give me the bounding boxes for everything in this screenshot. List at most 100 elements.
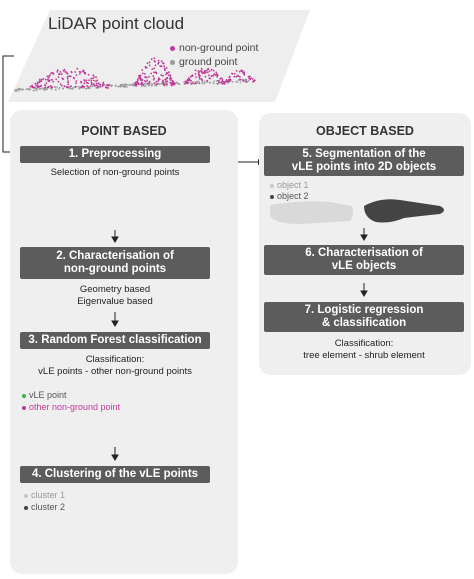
legend-vle-point: vLE point: [22, 390, 67, 400]
non-ground-point: [150, 58, 153, 60]
ground-point: [29, 88, 32, 90]
non-ground-point: [56, 71, 59, 73]
non-ground-point: [105, 86, 108, 89]
non-ground-point: [83, 82, 86, 85]
non-ground-point: [136, 82, 139, 85]
legend-label: object 1: [277, 180, 309, 190]
ground-point: [71, 87, 74, 90]
ground-point: [145, 85, 147, 87]
non-ground-point: [102, 83, 105, 85]
non-ground-point: [204, 75, 207, 78]
non-ground-point: [39, 78, 41, 81]
non-ground-point: [205, 69, 208, 72]
non-ground-point: [164, 78, 167, 81]
non-ground-point: [81, 70, 84, 73]
non-ground-point: [99, 83, 102, 86]
non-ground-point: [152, 78, 155, 81]
non-ground-point: [163, 67, 166, 70]
ground-point: [73, 86, 76, 88]
ground-point: [28, 89, 31, 91]
non-ground-point: [206, 71, 209, 74]
non-ground-point: [74, 71, 77, 73]
non-ground-point: [148, 75, 151, 78]
non-ground-point: [156, 83, 159, 86]
legend-cluster-1: cluster 1: [24, 490, 65, 500]
ground-point: [127, 83, 129, 86]
non-ground-point: [162, 80, 164, 83]
non-ground-point: [237, 75, 240, 77]
non-ground-point: [67, 86, 70, 89]
non-ground-point: [70, 85, 72, 87]
ground-point: [242, 78, 244, 81]
ground-point: [231, 81, 234, 83]
ground-point: [201, 81, 204, 83]
legend-label: other non-ground point: [29, 402, 121, 412]
non-ground-point: [67, 81, 69, 84]
non-ground-point: [92, 74, 95, 76]
non-ground-point: [153, 77, 156, 79]
non-ground-point: [195, 76, 198, 78]
non-ground-point: [155, 80, 158, 83]
non-ground-point: [215, 71, 218, 74]
non-ground-point: [148, 80, 151, 83]
non-ground-point: [40, 80, 42, 82]
non-ground-point: [235, 75, 238, 78]
non-ground-point: [83, 79, 85, 81]
non-ground-point: [206, 79, 209, 82]
non-ground-point: [68, 75, 70, 78]
ground-point: [62, 88, 65, 90]
non-ground-point: [64, 70, 67, 73]
ground-point: [195, 83, 197, 85]
non-ground-point: [251, 78, 254, 80]
non-ground-point: [80, 86, 83, 88]
non-ground-point: [80, 81, 83, 84]
ground-point: [89, 87, 91, 90]
non-ground-point: [55, 78, 58, 81]
ground-point: [41, 87, 43, 90]
non-ground-point: [216, 83, 219, 85]
non-ground-point: [36, 82, 39, 85]
ground-point: [132, 83, 134, 85]
object-based-title: OBJECT BASED: [316, 124, 414, 138]
ground-point: [51, 88, 53, 91]
non-ground-point: [90, 79, 93, 82]
non-ground-point: [200, 69, 203, 72]
ground-point: [176, 82, 178, 84]
non-ground-point: [142, 84, 144, 86]
non-ground-point: [233, 72, 236, 75]
non-ground-point: [154, 71, 156, 74]
non-ground-point: [213, 73, 216, 75]
ground-point: [117, 85, 119, 88]
non-ground-point: [212, 74, 215, 77]
non-ground-point: [51, 78, 53, 81]
non-ground-point: [137, 78, 139, 80]
non-ground-point: [198, 76, 201, 79]
non-ground-point: [184, 80, 187, 83]
ground-point: [18, 89, 20, 92]
non-ground-point: [197, 70, 200, 72]
ground-point: [26, 88, 29, 90]
step-4-clustering: 4. Clustering of the vLE points: [20, 466, 210, 483]
non-ground-point: [187, 77, 190, 80]
non-ground-point: [52, 73, 55, 75]
ground-point: [177, 83, 180, 85]
non-ground-point: [107, 87, 110, 89]
non-ground-point: [152, 75, 155, 77]
legend-ground-point: ground point: [170, 56, 237, 68]
ground-point: [32, 89, 35, 92]
non-ground-point: [67, 80, 69, 82]
point-based-title: POINT BASED: [81, 124, 167, 138]
non-ground-point: [44, 86, 46, 89]
non-ground-point: [67, 83, 70, 86]
non-ground-point: [153, 60, 156, 62]
non-ground-point: [60, 73, 63, 75]
non-ground-point: [139, 74, 142, 77]
non-ground-point: [44, 78, 47, 81]
non-ground-point: [98, 85, 101, 88]
non-ground-point: [228, 76, 231, 79]
non-ground-point: [160, 74, 163, 77]
non-ground-point: [197, 71, 200, 74]
non-ground-point: [51, 86, 53, 89]
non-ground-point: [221, 82, 224, 85]
non-ground-point: [47, 85, 50, 88]
